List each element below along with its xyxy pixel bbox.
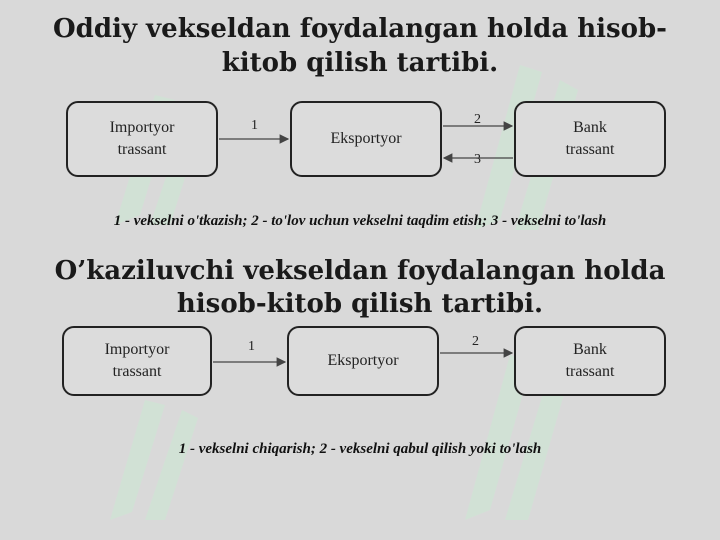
section1-importer-box: Importyor trassant <box>66 101 218 177</box>
bank-role: trassant <box>565 141 615 158</box>
bank-label: Bank <box>573 119 607 136</box>
watermark-logo-bottom-right <box>465 355 568 520</box>
section2-bank-box: Bank trassant <box>514 326 666 396</box>
section2-arrow1-label: 1 <box>248 339 255 354</box>
section1-title-line2: kitob qilish tartibi. <box>221 48 499 78</box>
section1-arrow2-label: 2 <box>474 112 481 127</box>
bank-label: Bank <box>573 341 607 358</box>
section1-title-line1: Oddiy vekseldan foydalangan holda hisob- <box>53 14 667 44</box>
section1-arrow1-label: 1 <box>251 118 258 133</box>
section1-arrow3-label: 3 <box>474 152 481 167</box>
section1-bank-box: Bank trassant <box>514 101 666 177</box>
section2-title-line1: O’kaziluvchi vekseldan foydalangan holda <box>54 256 666 286</box>
bank-role: trassant <box>565 363 615 380</box>
importer-role: trassant <box>112 363 162 380</box>
section2-caption: 1 - vekselni chiqarish; 2 - vekselni qab… <box>178 441 542 457</box>
section2-importer-box: Importyor trassant <box>62 326 212 396</box>
section1-caption: 1 - vekselni o'tkazish; 2 - to'lov uchun… <box>113 213 607 229</box>
exporter-label: Eksportyor <box>330 130 402 147</box>
section2-title-line2: hisob-kitob qilish tartibi. <box>176 289 544 319</box>
importer-role: trassant <box>117 141 167 158</box>
exporter-label: Eksportyor <box>327 352 399 369</box>
section2-exporter-box: Eksportyor <box>287 326 439 396</box>
section1-exporter-box: Eksportyor <box>290 101 442 177</box>
importer-label: Importyor <box>104 341 170 358</box>
watermark-logo-bottom-left <box>110 400 198 520</box>
section2-arrow2-label: 2 <box>472 334 479 349</box>
importer-label: Importyor <box>109 119 175 136</box>
